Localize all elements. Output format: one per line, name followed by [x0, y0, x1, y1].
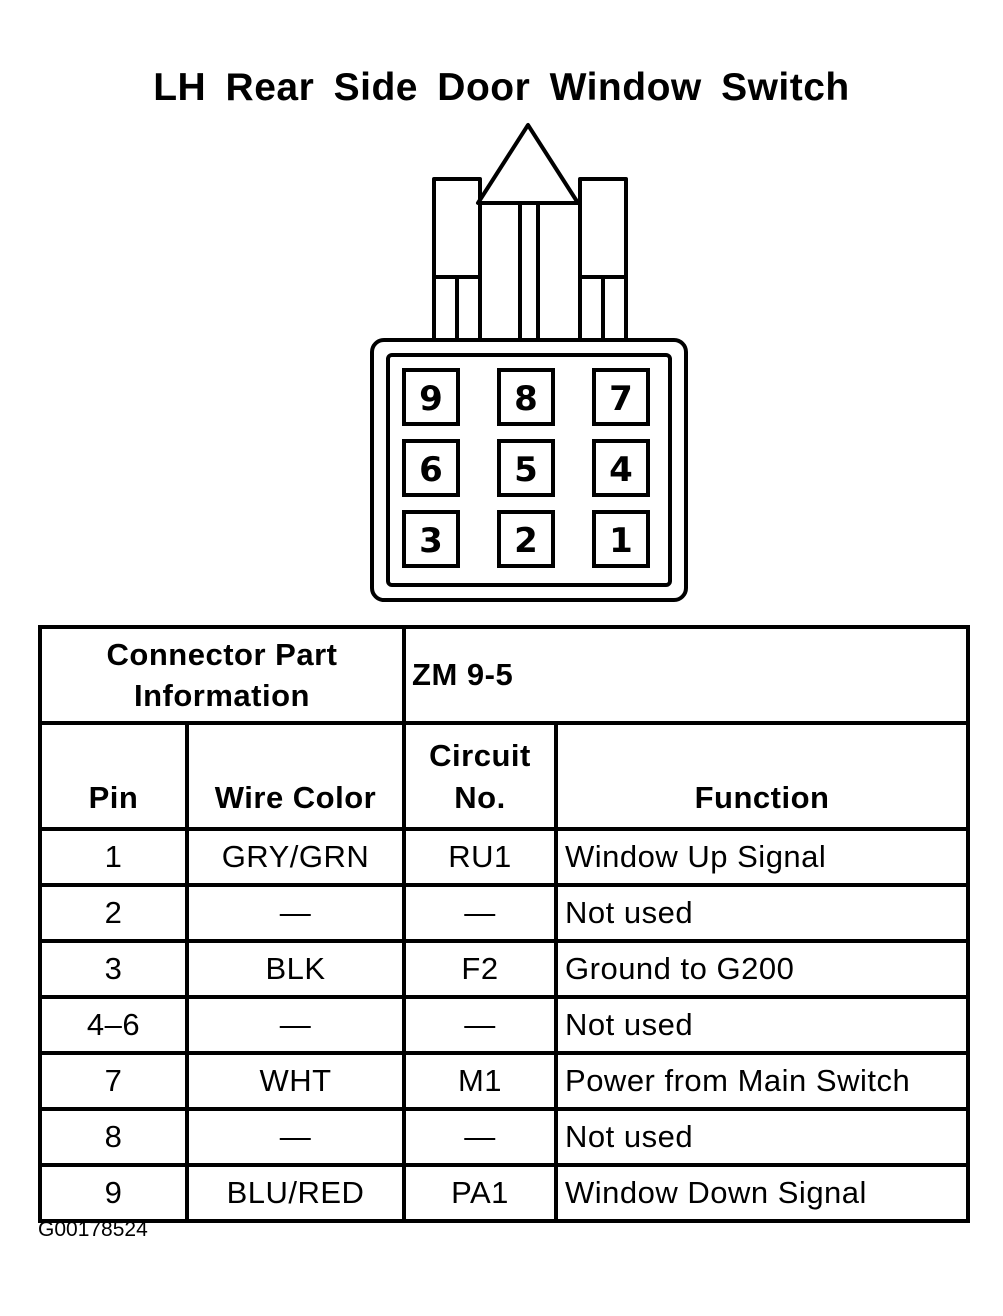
pin-number: 5 — [514, 450, 538, 490]
cell-function: Window Down Signal — [554, 1163, 971, 1223]
pin-cavity-9: 9 — [402, 368, 460, 426]
cell-circuit: — — [402, 883, 559, 943]
cell-wire-color: BLU/RED — [184, 1163, 407, 1223]
cell-pin: 3 — [38, 939, 189, 999]
cell-pin: 2 — [38, 883, 189, 943]
cell-wire-color: GRY/GRN — [184, 827, 407, 887]
part-info-label: Connector Part Information — [37, 625, 407, 725]
cell-pin: 8 — [38, 1107, 189, 1167]
table-row: 4–6 — — Not used — [38, 995, 971, 1055]
pin-cavity-1: 1 — [592, 510, 650, 568]
connector-latch-left — [432, 177, 482, 279]
pin-cavity-5: 5 — [497, 439, 555, 497]
cell-pin: 7 — [38, 1051, 189, 1111]
pin-number: 8 — [514, 379, 538, 419]
cell-pin: 1 — [38, 827, 189, 887]
table-row: 9 BLU/RED PA1 Window Down Signal — [38, 1163, 971, 1223]
cell-function: Not used — [554, 1107, 971, 1167]
connector-drawing: 9 8 7 6 5 4 3 2 1 — [370, 123, 688, 602]
pin-cavity-3: 3 — [402, 510, 460, 568]
header-circuit: Circuit No. — [402, 721, 559, 831]
pin-cavity-8: 8 — [497, 368, 555, 426]
table-row: 8 — — Not used — [38, 1107, 971, 1167]
cell-circuit: RU1 — [402, 827, 559, 887]
connector-info-table: Connector Part Information ZM 9-5 Pin Wi… — [37, 625, 971, 1223]
header-wire-color: Wire Color — [184, 721, 407, 831]
cell-circuit: — — [402, 995, 559, 1055]
table-row: 1 GRY/GRN RU1 Window Up Signal — [38, 827, 971, 887]
cell-circuit: M1 — [402, 1051, 559, 1111]
cell-circuit: — — [402, 1107, 559, 1167]
pin-number: 1 — [609, 521, 633, 561]
pin-cavity-2: 2 — [497, 510, 555, 568]
cell-pin: 9 — [38, 1163, 189, 1223]
figure-id: G00178524 — [38, 1218, 148, 1241]
pin-cavity-4: 4 — [592, 439, 650, 497]
header-function: Function — [554, 721, 971, 831]
cell-function: Ground to G200 — [554, 939, 971, 999]
cell-wire-color: — — [184, 995, 407, 1055]
part-number: ZM 9-5 — [402, 625, 971, 725]
pin-number: 2 — [514, 521, 538, 561]
cell-function: Not used — [554, 995, 971, 1055]
cell-wire-color: — — [184, 1107, 407, 1167]
connector-key-arrow — [476, 123, 580, 205]
connector-latch-right — [578, 177, 628, 279]
pin-number: 9 — [419, 379, 443, 419]
cell-function: Window Up Signal — [554, 827, 971, 887]
cell-function: Power from Main Switch — [554, 1051, 971, 1111]
pin-number: 4 — [609, 450, 633, 490]
cell-wire-color: — — [184, 883, 407, 943]
cell-circuit: PA1 — [402, 1163, 559, 1223]
cell-pin: 4–6 — [38, 995, 189, 1055]
cell-wire-color: BLK — [184, 939, 407, 999]
cell-wire-color: WHT — [184, 1051, 407, 1111]
pin-number: 7 — [609, 379, 633, 419]
pin-number: 6 — [419, 450, 443, 490]
cell-function: Not used — [554, 883, 971, 943]
table-row: 2 — — Not used — [38, 883, 971, 943]
diagram-title: LH Rear Side Door Window Switch — [153, 66, 850, 109]
table-row: 3 BLK F2 Ground to G200 — [38, 939, 971, 999]
table-row: 7 WHT M1 Power from Main Switch — [38, 1051, 971, 1111]
pin-number: 3 — [419, 521, 443, 561]
header-pin: Pin — [38, 721, 189, 831]
cell-circuit: F2 — [402, 939, 559, 999]
pin-cavity-6: 6 — [402, 439, 460, 497]
pin-cavity-7: 7 — [592, 368, 650, 426]
